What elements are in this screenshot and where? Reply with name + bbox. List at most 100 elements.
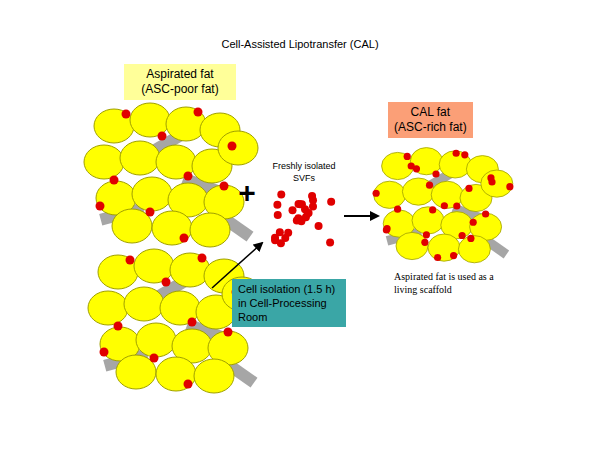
adipocyte [396,232,428,259]
svf-cell [289,206,297,214]
asc-cell [162,278,171,287]
adipocyte [218,131,258,165]
title-holder: Cell-Assisted Lipotransfer (CAL) [0,38,600,50]
asc-cell [383,225,390,232]
adipocyte [88,291,128,325]
svf-cells [271,191,335,248]
asc-cell [188,318,197,327]
plus-sign-holder: + [234,176,260,209]
adipocyte [458,236,490,263]
asc-cell [158,132,167,141]
scaffold-note: Aspirated fat is used as a living scaffo… [394,270,510,296]
asc-cell [122,110,131,119]
scaffold-note-holder: Aspirated fat is used as a living scaffo… [394,270,510,296]
asc-cell [110,176,119,185]
adipocyte [402,178,434,205]
box-text: (ASC-rich fat) [394,120,467,135]
plus-sign: + [234,176,260,209]
aspirated-fat-cluster [84,103,258,247]
adipocyte [412,207,444,234]
adipocyte [481,170,513,197]
svf-label-holder: Freshly isolated SVFs [262,160,346,184]
svf-cell [293,217,301,225]
adipocyte [130,103,170,137]
svf-cell [305,209,313,217]
adipocyte [410,148,442,175]
diagram-title: Cell-Assisted Lipotransfer (CAL) [0,38,600,50]
adipocyte [166,107,206,141]
adipocyte [156,357,196,391]
asc-cell [434,254,441,261]
asc-cell [198,254,207,263]
box-heading: Cell isolation (1.5 h) in Cell-Processin… [238,282,340,324]
asc-cell [184,380,193,389]
asc-cell [228,142,237,151]
box-text: (ASC-poor fat) [130,82,230,97]
asc-cell [465,185,472,192]
adipocyte [112,209,152,243]
asc-cell [394,206,401,213]
adipocyte [134,249,174,283]
svf-cell [327,198,335,206]
adipocyte [98,255,138,289]
asc-cell [487,174,494,181]
adipocyte [136,323,176,357]
asc-cell [426,182,433,189]
asc-cell [453,150,460,157]
asc-cell [180,234,189,243]
asc-cell [506,183,513,190]
asc-cell [453,202,460,209]
svf-label: Freshly isolated SVFs [262,160,346,184]
asc-cell [100,348,109,357]
asc-cell [224,328,233,337]
adipocyte [116,355,156,389]
asc-cell [470,219,477,226]
source-fat-box: Aspirated fat(ASC-poor fat) [124,64,236,100]
adipocyte [428,234,460,261]
asc-cell [373,190,380,197]
asc-cell [194,108,203,117]
adipocyte [120,141,160,175]
adipocyte [152,211,192,245]
asc-cell [459,232,466,239]
box-heading: Aspirated fat [130,67,230,82]
asc-cell [404,153,411,160]
result-fat-box: CAL fat(ASC-rich fat) [388,102,473,138]
asc-cell [482,210,489,217]
svf-cell [326,238,334,246]
svf-cell [315,222,323,230]
asc-cell [96,202,105,211]
asc-cell [423,231,430,238]
adipocyte [170,253,210,287]
asc-cell [413,165,420,172]
asc-cell [421,239,428,246]
asc-cell [126,256,135,265]
adipocyte [132,177,172,211]
adipocyte [84,145,124,179]
asc-cell [467,235,474,242]
asc-cell [114,322,123,331]
adipocyte [190,213,230,247]
asc-cell [432,170,439,177]
asc-cell [184,172,193,181]
cal-fat-cluster [373,148,514,263]
asc-cell [461,151,468,158]
svf-cell [296,200,304,208]
asc-cell [220,182,229,191]
asc-cell [441,202,448,209]
adipocyte [124,287,164,321]
svf-cell [271,236,279,244]
asc-cell [150,354,159,363]
asc-cell [450,252,457,259]
adipocyte [94,109,134,143]
result-arrow [344,215,378,217]
process-box: Cell isolation (1.5 h) in Cell-Processin… [232,279,346,327]
svf-cell [273,201,281,209]
svf-cell [277,191,285,199]
adipocyte [194,359,234,393]
box-heading: CAL fat [394,105,467,120]
asc-cell [429,206,436,213]
svf-cell [274,211,282,219]
asc-cell [146,208,155,217]
